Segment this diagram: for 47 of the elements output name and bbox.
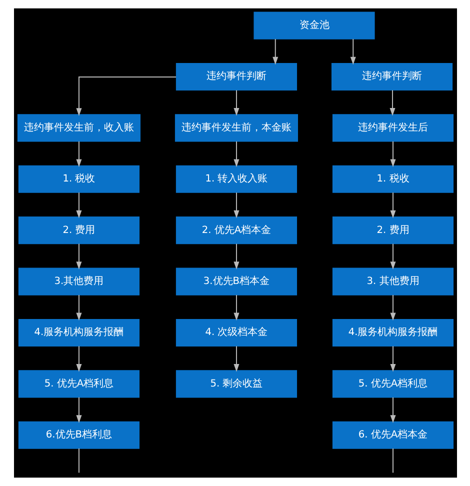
node-box: 6. 优先A档本金 (332, 421, 454, 449)
node-box: 3.其他费用 (18, 268, 140, 296)
connector (78, 448, 79, 474)
arrow (390, 140, 396, 168)
node-box: 资金池 (253, 12, 374, 40)
arrow (76, 192, 82, 218)
node-box: 1. 税收 (332, 165, 454, 193)
node-box: 3.优先B档本金 (175, 268, 297, 296)
node-box: 违约事件发生后 (332, 114, 454, 142)
arrow (233, 140, 239, 168)
arrow (390, 346, 396, 372)
node-box: 2. 优先A档本金 (175, 216, 297, 244)
arrow (233, 294, 239, 321)
node-box: 违约事件发生前，收入账 (16, 114, 140, 142)
node-box: 5. 剩余收益 (175, 370, 297, 398)
arrow (350, 38, 356, 65)
connector (392, 448, 393, 474)
node-box: 2. 费用 (18, 216, 140, 244)
node-box: 4.服务机构服务报酬 (332, 318, 454, 346)
arrow (76, 140, 82, 168)
arrow (390, 294, 396, 321)
arrow (76, 346, 82, 372)
arrow (390, 396, 396, 424)
node-box: 违约事件发生前，本金账 (174, 114, 298, 142)
node-box: 4.服务机构服务报酬 (18, 318, 140, 346)
node-box: 6.优先B档利息 (18, 421, 140, 449)
arrow (390, 192, 396, 218)
node-box: 3. 其他费用 (332, 268, 454, 296)
arrow (76, 294, 82, 321)
node-box: 5. 优先A档利息 (332, 370, 454, 398)
node-box: 违约事件判断 (175, 62, 297, 91)
arrow (390, 243, 396, 270)
node-box: 5. 优先A档利息 (18, 370, 140, 398)
arrow (233, 192, 239, 218)
node-box: 1. 转入收入账 (175, 165, 297, 193)
node-box: 2. 费用 (332, 216, 454, 244)
arrow (233, 346, 239, 372)
arrow (76, 396, 82, 424)
arrow (233, 90, 239, 116)
arrow (76, 76, 176, 116)
node-box: 4. 次级档本金 (175, 318, 297, 346)
arrow (76, 243, 82, 270)
arrow (233, 243, 239, 270)
arrow (272, 38, 278, 65)
arrow (389, 90, 395, 116)
node-box: 违约事件判断 (330, 62, 452, 91)
node-box: 1. 税收 (18, 165, 140, 193)
